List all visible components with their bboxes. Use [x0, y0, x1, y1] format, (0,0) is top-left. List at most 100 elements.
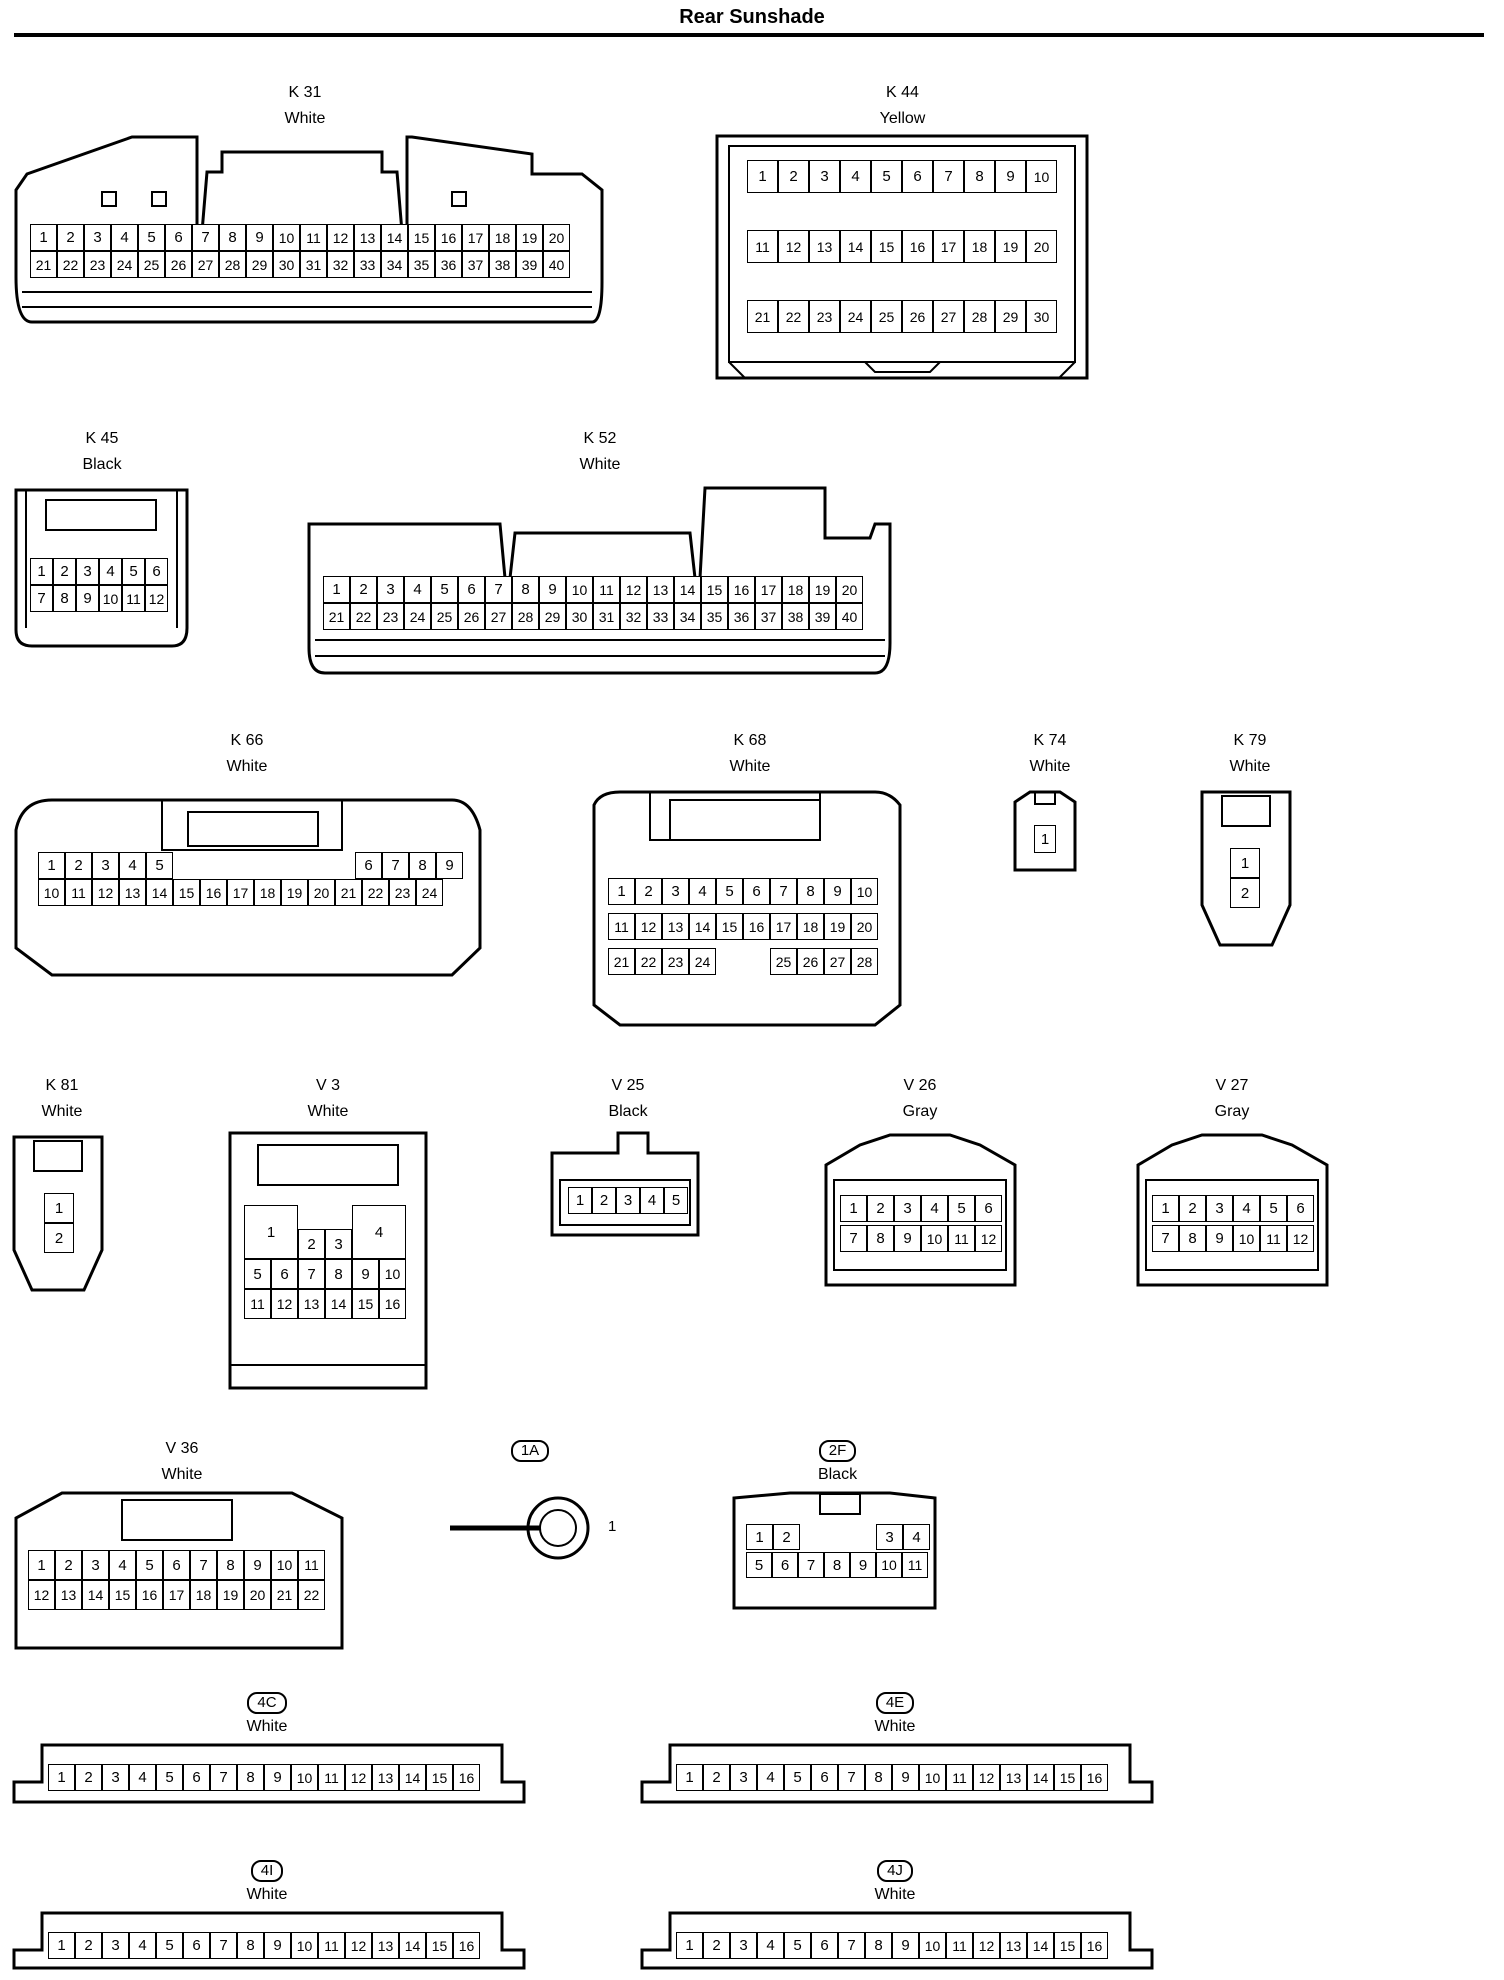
pin-10: 10: [876, 1552, 902, 1578]
connector-id: K 44: [886, 84, 919, 101]
pin-14: 14: [1027, 1932, 1054, 1959]
pin-22: 22: [298, 1580, 325, 1610]
pin-2: 2: [350, 576, 377, 603]
pin-16: 16: [902, 230, 933, 263]
pin-16: 16: [200, 879, 227, 906]
pin-14: 14: [399, 1764, 426, 1791]
connector-color: White: [226, 758, 268, 775]
pin-5: 5: [948, 1195, 975, 1222]
pin-9: 9: [824, 878, 851, 905]
pin-8: 8: [512, 576, 539, 603]
pin-6: 6: [163, 1550, 190, 1580]
connector-outline: [715, 134, 1089, 380]
pin-4: 4: [903, 1524, 930, 1550]
pin-3: 3: [616, 1187, 640, 1214]
pin-11: 11: [948, 1225, 975, 1252]
pin-28: 28: [851, 948, 878, 975]
pin-1: 1: [44, 1193, 74, 1223]
pin-23: 23: [389, 879, 416, 906]
pin-12: 12: [975, 1225, 1002, 1252]
pin-24: 24: [689, 948, 716, 975]
pin-24: 24: [840, 300, 871, 333]
pin-22: 22: [778, 300, 809, 333]
pin-33: 33: [354, 251, 381, 278]
connector-id: K 79: [1233, 732, 1267, 749]
connector-outline: [1200, 790, 1292, 947]
pin-10: 10: [271, 1550, 298, 1580]
pin-10: 10: [566, 576, 593, 603]
pin-15: 15: [1054, 1932, 1081, 1959]
pin-22: 22: [635, 948, 662, 975]
pin-2: 2: [592, 1187, 616, 1214]
pin-19: 19: [281, 879, 308, 906]
pin-27: 27: [485, 603, 512, 630]
pin-10: 10: [379, 1259, 406, 1289]
pin-9: 9: [76, 585, 99, 612]
pin-17: 17: [163, 1580, 190, 1610]
pin-24: 24: [111, 251, 138, 278]
pin-10: 10: [1026, 160, 1057, 193]
pin-7: 7: [485, 576, 512, 603]
pin-11: 11: [318, 1932, 345, 1959]
pin-13: 13: [119, 879, 146, 906]
pin-3: 3: [730, 1764, 757, 1791]
connector-color: Black: [817, 1466, 858, 1483]
pin-14: 14: [399, 1932, 426, 1959]
pin-1: 1: [38, 852, 65, 879]
pin-9: 9: [246, 224, 273, 251]
pin-6: 6: [811, 1932, 838, 1959]
connector-outline: [640, 1743, 1154, 1804]
page-title: Rear Sunshade: [679, 6, 825, 28]
pin-3: 3: [1206, 1195, 1233, 1222]
pin-11: 11: [608, 913, 635, 940]
connector-id: K 45: [85, 430, 119, 447]
pin-1: 1: [323, 576, 350, 603]
pin-5: 5: [784, 1932, 811, 1959]
pin-4: 4: [1233, 1195, 1260, 1222]
connector-outline: [12, 1911, 526, 1970]
pin-13: 13: [1000, 1764, 1027, 1791]
pin-15: 15: [408, 224, 435, 251]
pin-3: 3: [662, 878, 689, 905]
pin-27: 27: [933, 300, 964, 333]
pin-1: 1: [48, 1932, 75, 1959]
pin-18: 18: [797, 913, 824, 940]
pin-39: 39: [809, 603, 836, 630]
pin-5: 5: [746, 1552, 772, 1578]
pin-1: 1: [1230, 848, 1260, 878]
pin-1: 1: [840, 1195, 867, 1222]
pin-10: 10: [919, 1764, 946, 1791]
pin-8: 8: [964, 160, 995, 193]
pin-17: 17: [462, 224, 489, 251]
connector-outline: [12, 1135, 104, 1292]
pin-14: 14: [146, 879, 173, 906]
pin-4: 4: [757, 1932, 784, 1959]
connector-id: K 66: [230, 732, 264, 749]
pin-11: 11: [747, 230, 778, 263]
connector-color: White: [284, 110, 326, 127]
pin-35: 35: [701, 603, 728, 630]
pin-40: 40: [543, 251, 570, 278]
pin-8: 8: [867, 1225, 894, 1252]
pin-23: 23: [84, 251, 111, 278]
pin-33: 33: [647, 603, 674, 630]
pin-2: 2: [75, 1764, 102, 1791]
pin-1: 1: [746, 1524, 773, 1550]
pin-5: 5: [431, 576, 458, 603]
connector-color: White: [161, 1466, 203, 1483]
pin-7: 7: [382, 852, 409, 879]
pin-29: 29: [995, 300, 1026, 333]
pin-7: 7: [298, 1259, 325, 1289]
pin-15: 15: [426, 1932, 453, 1959]
pin-16: 16: [1081, 1764, 1108, 1791]
pin-3: 3: [809, 160, 840, 193]
pin-13: 13: [1000, 1932, 1027, 1959]
pin-29: 29: [539, 603, 566, 630]
pin-8: 8: [824, 1552, 850, 1578]
pin-7: 7: [933, 160, 964, 193]
